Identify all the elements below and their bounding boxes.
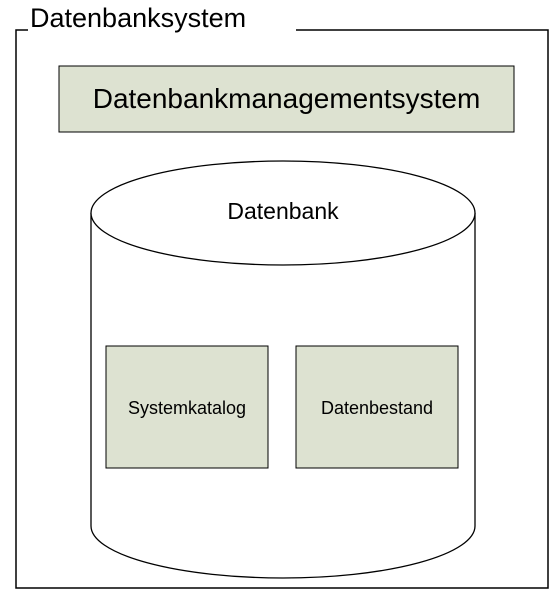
database-cylinder-body: [90, 213, 476, 579]
data-store-box: Datenbestand: [295, 345, 459, 469]
database-cylinder-top: [90, 160, 476, 266]
system-catalog-rect: [105, 345, 269, 469]
system-catalog-label: Systemkatalog: [128, 398, 246, 418]
database-cylinder: Datenbank: [90, 160, 476, 579]
dbms-box-rect: [58, 65, 515, 133]
dbms-label: Datenbankmanagementsystem: [93, 83, 481, 114]
database-system-title: Datenbanksystem: [30, 3, 246, 33]
data-store-rect: [295, 345, 459, 469]
database-label: Datenbank: [227, 198, 339, 224]
database-system-frame: [15, 29, 549, 589]
dbms-box: Datenbankmanagementsystem: [58, 65, 515, 133]
data-store-label: Datenbestand: [321, 398, 433, 418]
system-catalog-box: Systemkatalog: [105, 345, 269, 469]
